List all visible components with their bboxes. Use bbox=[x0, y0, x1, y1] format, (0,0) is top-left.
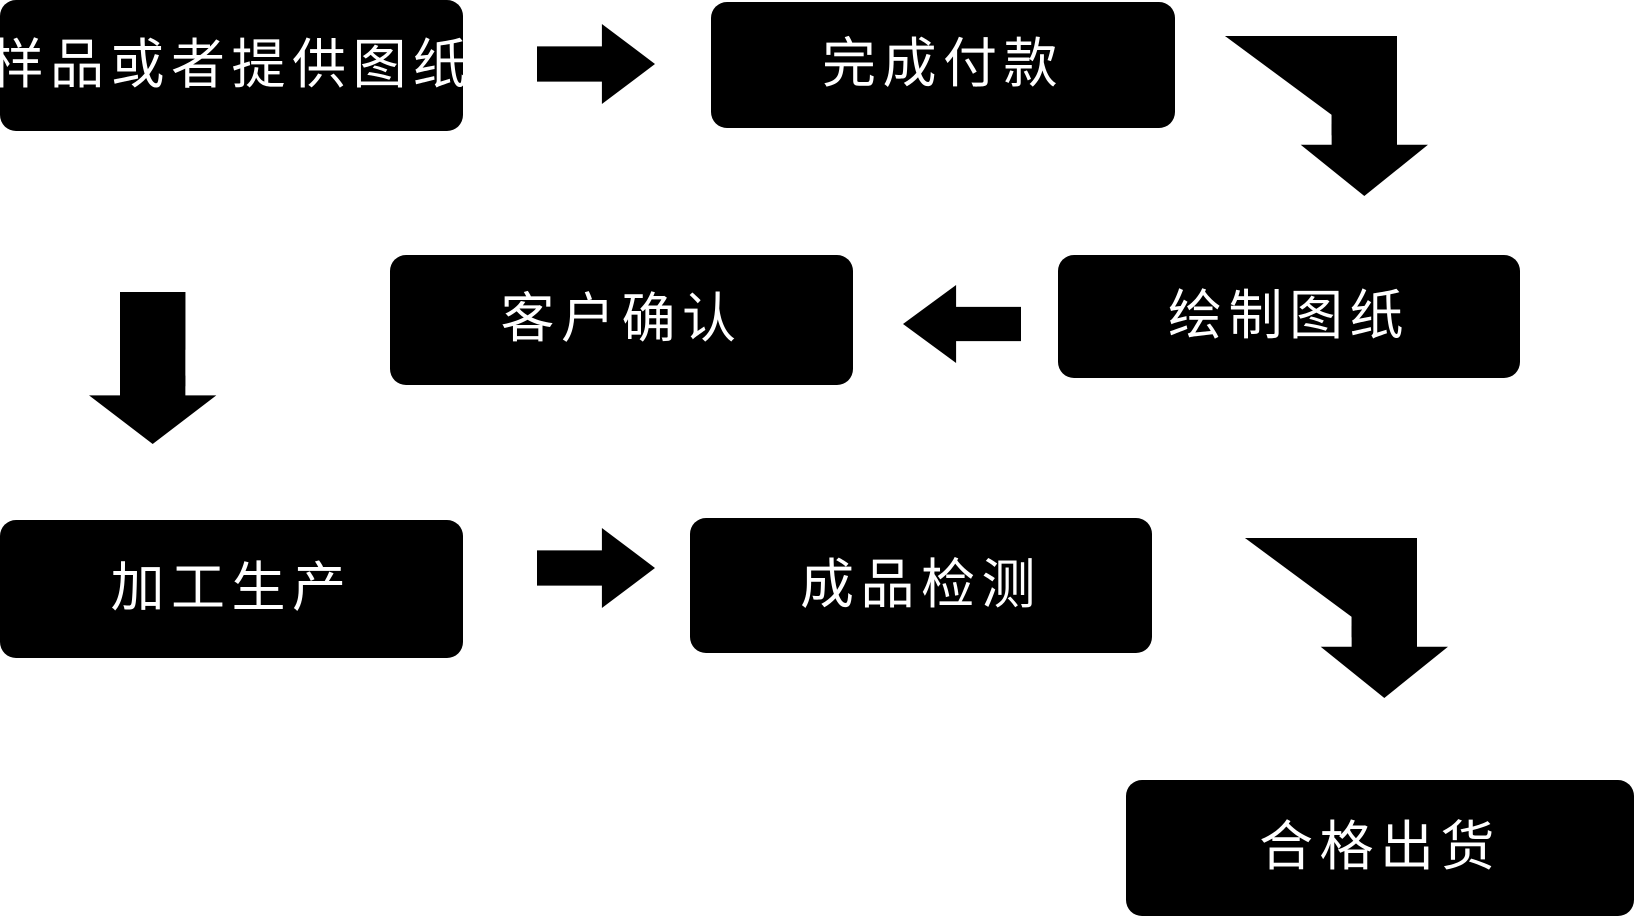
process-node-label: 完成付款 bbox=[822, 34, 1064, 95]
process-node-label: 客户确认 bbox=[500, 289, 743, 350]
process-node-label: 样品或者提供图纸 bbox=[0, 34, 474, 95]
arrow-confirm-to-production-icon bbox=[89, 292, 292, 444]
process-node-customer-confirm[interactable]: 客户确认 bbox=[390, 255, 853, 385]
process-node-label: 加工生产 bbox=[110, 558, 353, 619]
arrow-payment-to-drawing-icon bbox=[1225, 36, 1428, 196]
process-node-processing-production[interactable]: 加工生产 bbox=[0, 520, 463, 658]
process-node-label: 合格出货 bbox=[1259, 817, 1501, 878]
process-node-label: 成品检测 bbox=[800, 554, 1042, 615]
arrow-production-to-inspection-icon bbox=[537, 528, 655, 608]
process-node-sample-or-drawing[interactable]: 样品或者提供图纸 bbox=[0, 0, 467, 131]
process-node-qualified-shipment[interactable]: 合格出货 bbox=[1126, 780, 1634, 916]
process-node-draw-drawing[interactable]: 绘制图纸 bbox=[1058, 255, 1520, 378]
arrow-inspection-to-shipment-icon bbox=[1245, 538, 1448, 698]
process-node-label: 绘制图纸 bbox=[1168, 285, 1410, 346]
process-node-finished-inspection[interactable]: 成品检测 bbox=[690, 518, 1152, 653]
process-node-complete-payment[interactable]: 完成付款 bbox=[711, 2, 1175, 128]
arrow-drawing-to-confirm-icon bbox=[903, 285, 1021, 363]
arrow-sample-to-payment-icon bbox=[537, 24, 655, 104]
